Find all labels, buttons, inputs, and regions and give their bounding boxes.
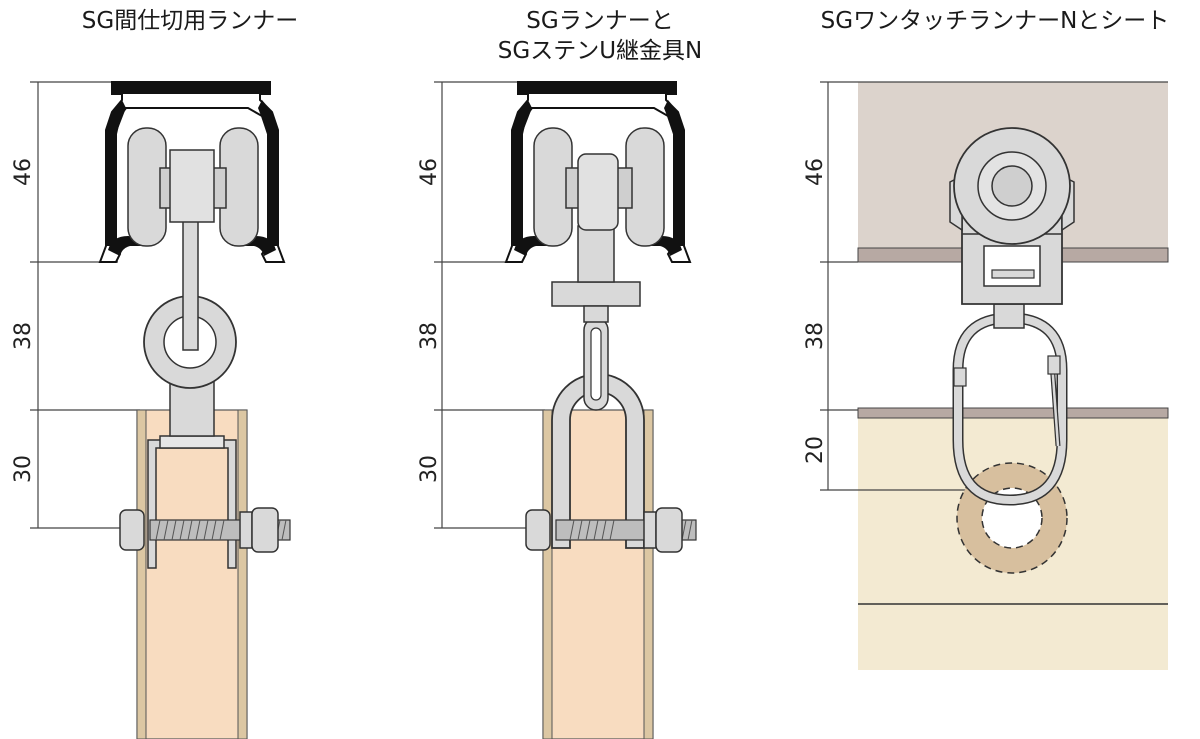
panel-2-t-neck: [583, 305, 609, 323]
panel-1-rail-side-right: [258, 100, 278, 246]
panel-2-title-line-1: SGランナーと: [526, 8, 674, 34]
panel-3-runner-window: [983, 245, 1041, 287]
panel-1-rail-top: [112, 82, 270, 94]
panel-1-wood-edge-left: [136, 409, 147, 739]
panel-3-dim-46: 46: [803, 158, 828, 186]
panel-1-wood-edge-right: [237, 409, 248, 739]
panel-2-drawing: 46 38 30: [417, 81, 697, 739]
panel-1-dim-38: 38: [11, 322, 36, 350]
panel-2-dim-30: 30: [417, 455, 442, 483]
panel-2-bolt-head: [525, 509, 551, 551]
panel-1-shaft: [182, 209, 199, 351]
panel-2-title: SGランナーと SGステンU継金具N: [420, 6, 780, 66]
panel-2-dimensions: [434, 81, 545, 529]
panel-1-title-line-1: SG間仕切用ランナー: [81, 8, 299, 34]
panel-1-bracket-plate: [159, 435, 225, 449]
panel-1-dim-30: 30: [11, 455, 36, 483]
panel-3-wheel-hub: [991, 165, 1033, 207]
panel-1-body: [169, 149, 215, 223]
panel-1-bolt-thread-lines: [155, 519, 287, 541]
panel-3-dim-20: 20: [803, 436, 828, 464]
panel-2-body: [577, 153, 619, 231]
panel-3-carabiner-band-right: [1047, 355, 1061, 375]
panel-2-dim-38: 38: [417, 322, 442, 350]
panel-3-carabiner-band-left: [953, 367, 967, 387]
panel-1-rail-side-left: [106, 100, 126, 246]
panel-3-drawing: 46 38 20: [803, 81, 1169, 670]
panel-1-drawing: 46 38 30: [11, 81, 291, 739]
panel-1-dim-46: 46: [11, 158, 36, 186]
panel-2-dim-46: 46: [417, 158, 442, 186]
panel-1-dimensions: [30, 81, 140, 529]
panel-1-nut: [251, 507, 279, 553]
panel-3-dim-38: 38: [803, 322, 828, 350]
panel-3-connector: [993, 303, 1025, 329]
panel-2-nut: [655, 507, 683, 553]
panel-1-bolt-head: [119, 509, 145, 551]
panel-3-title-line-1: SGワンタッチランナーNとシート: [820, 8, 1170, 34]
panel-2-washer: [643, 511, 657, 549]
panel-2-rail-side-left: [512, 100, 532, 246]
panel-3-title: SGワンタッチランナーNとシート: [790, 6, 1200, 36]
panel-1-washer: [239, 511, 253, 549]
panel-3-sheet-top-trim: [857, 407, 1169, 419]
panel-2-t-stem: [577, 225, 615, 283]
panel-1-title: SG間仕切用ランナー: [0, 6, 380, 36]
panel-2-title-line-2: SGステンU継金具N: [497, 38, 703, 64]
panel-2-wood-edge-right: [643, 409, 654, 739]
panel-2-wood-edge-left: [542, 409, 553, 739]
panel-2-link-hole: [590, 327, 602, 401]
panel-2-rail-side-right: [664, 100, 684, 246]
panel-2-t-plate: [551, 281, 641, 307]
panel-2-rail-top: [518, 82, 676, 94]
panel-3-runner-bar: [991, 269, 1035, 279]
panel-1-u-bracket: [147, 439, 237, 569]
